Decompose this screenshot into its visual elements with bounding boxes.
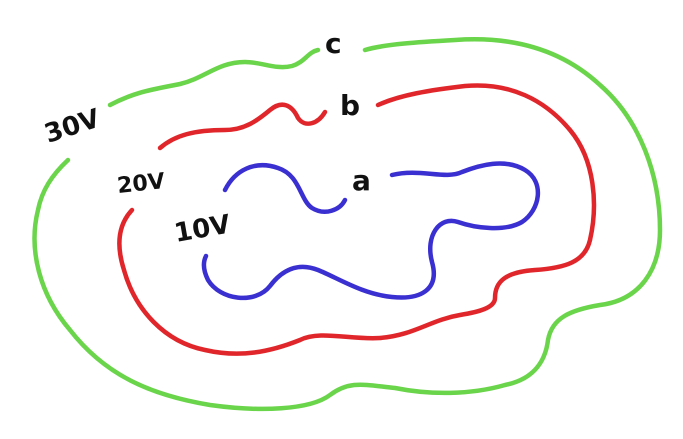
middle-voltage-label: 20V [116, 169, 166, 199]
middle-letter-label: b [340, 89, 360, 122]
inner-letter-label: a [352, 164, 371, 197]
middle-equipotential-line [117, 83, 597, 356]
inner-equipotential-line [201, 161, 541, 301]
outer-equipotential-line [32, 37, 663, 412]
outer-letter-label: c [325, 27, 342, 60]
